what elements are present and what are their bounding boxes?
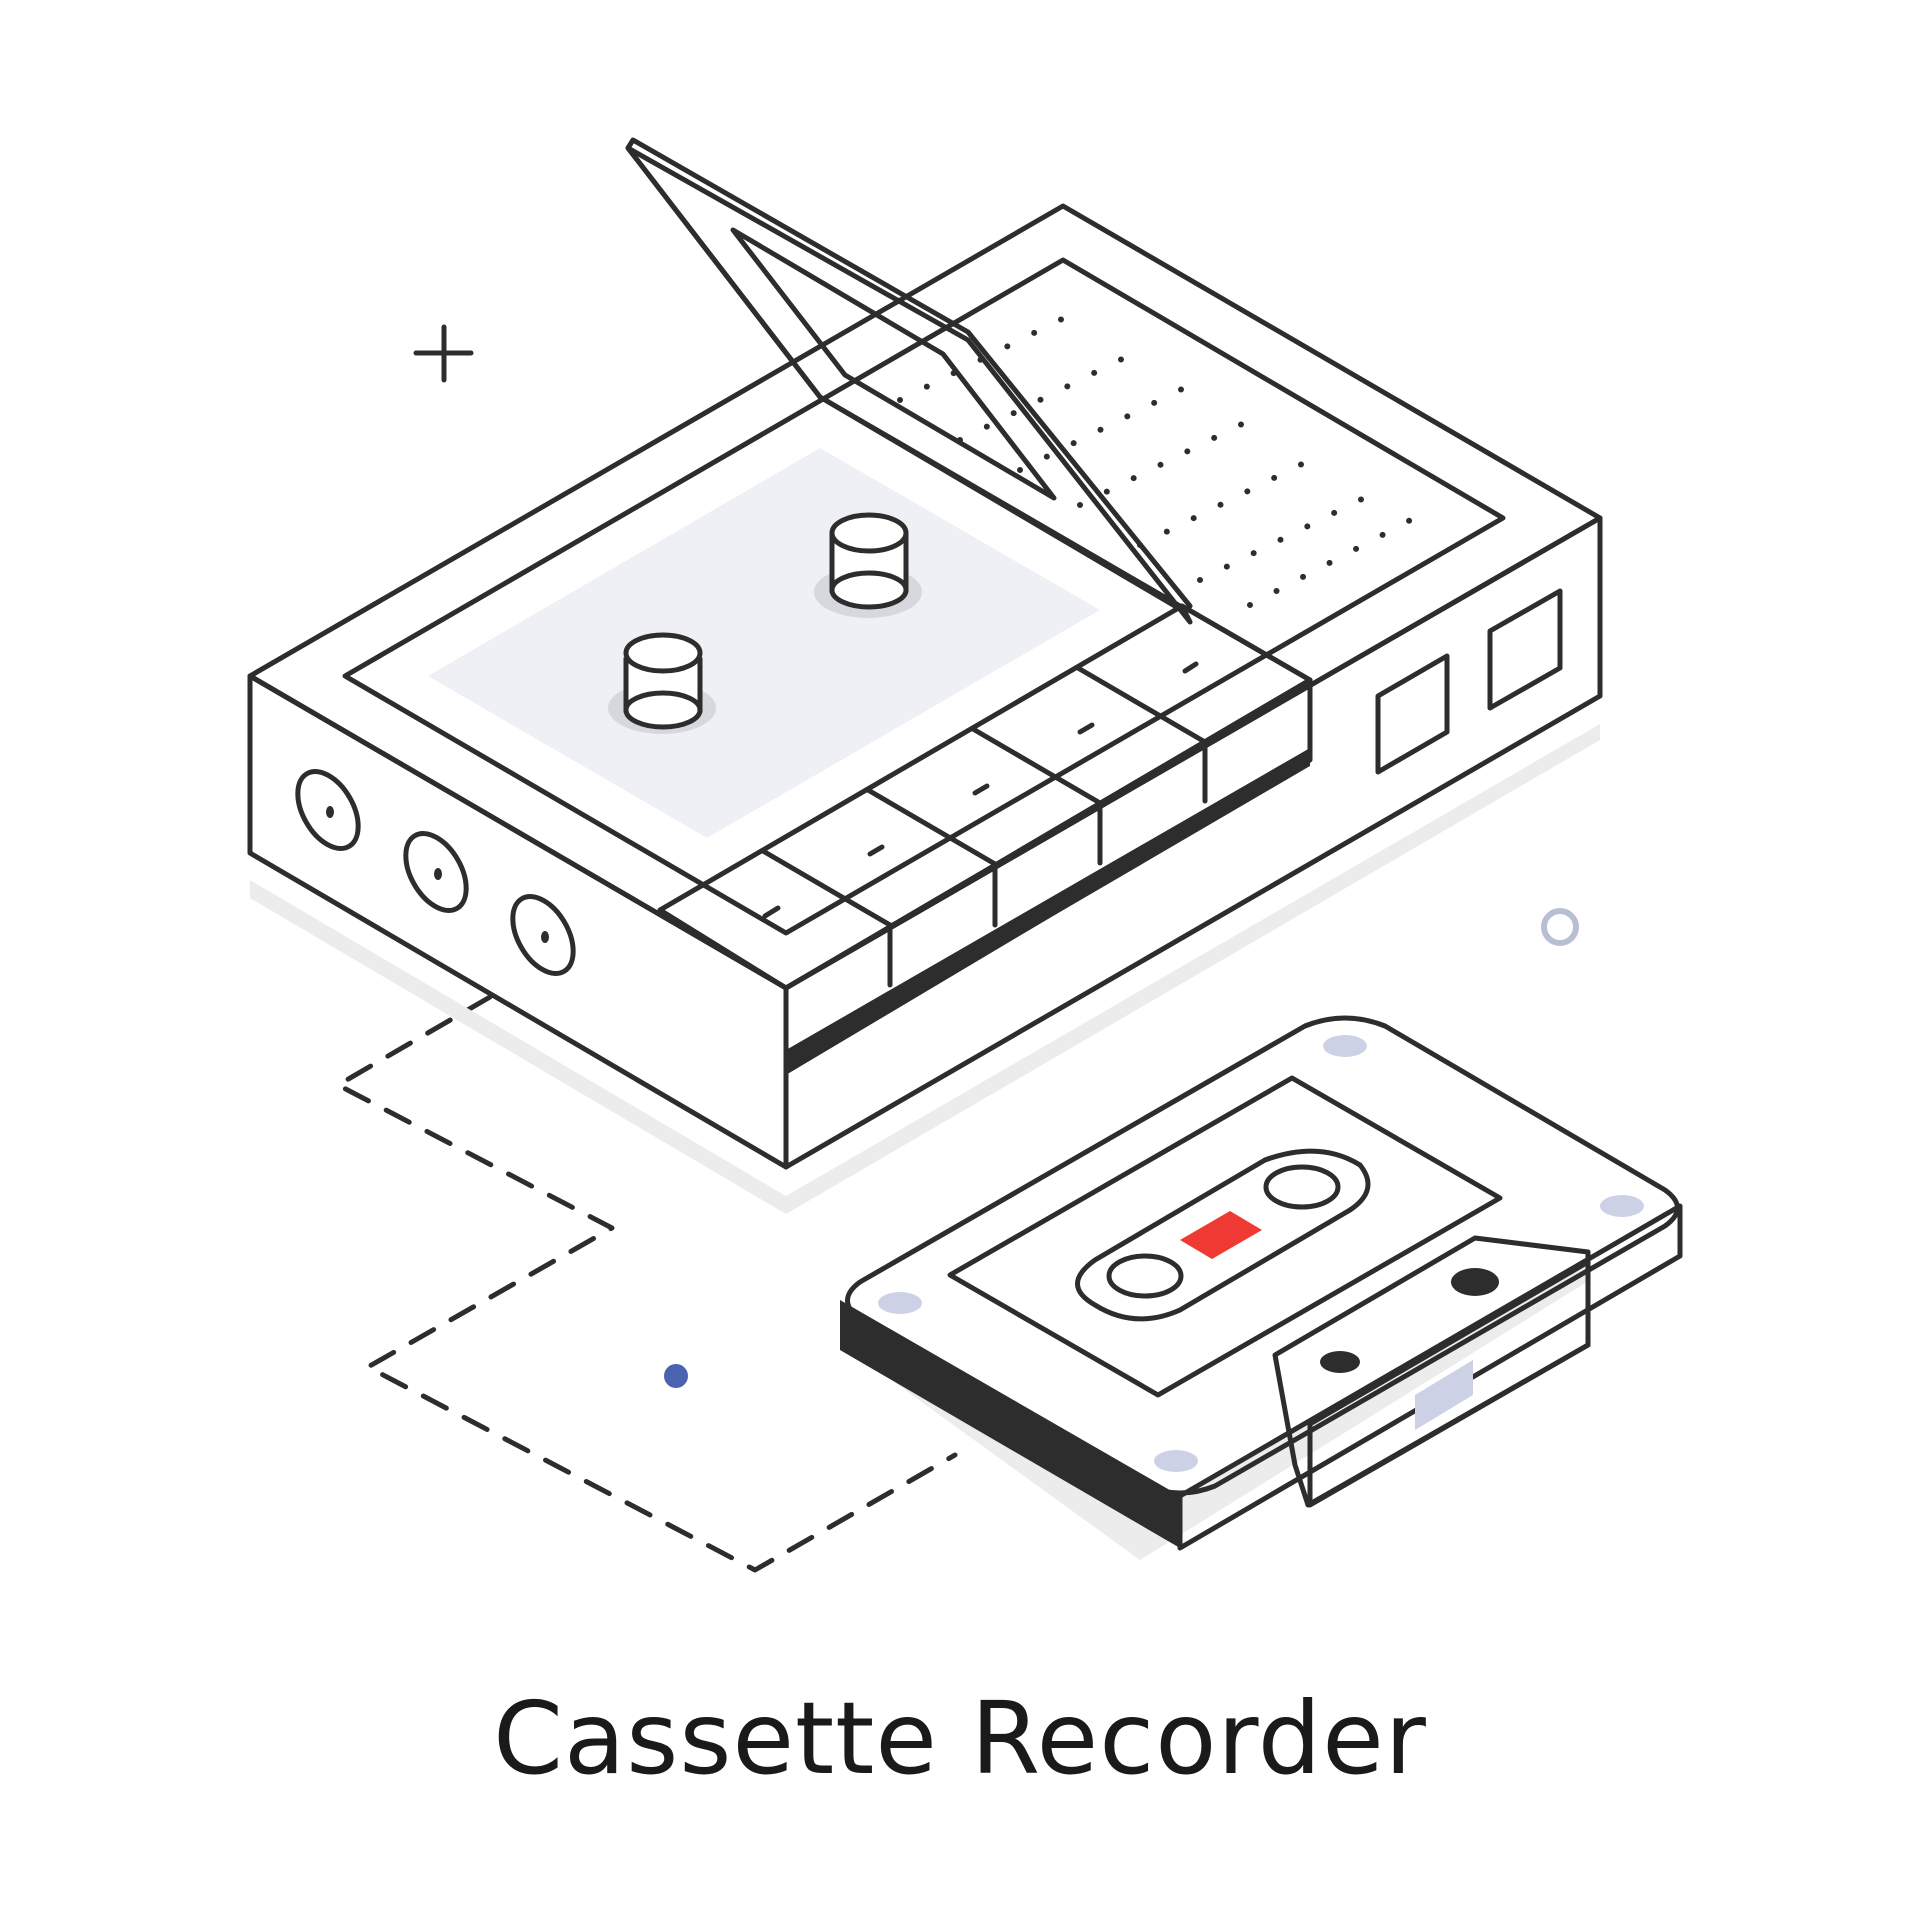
cassette-recorder-icon bbox=[247, 137, 1603, 1214]
cassette-label-area bbox=[947, 1075, 1503, 1398]
page-title: Cassette Recorder bbox=[493, 1680, 1427, 1797]
cassette-top bbox=[845, 1015, 1680, 1496]
reel-spindle-left bbox=[608, 632, 716, 734]
recorder-lid-outline bbox=[625, 137, 1193, 615]
reel-spindle-right bbox=[814, 512, 922, 618]
control-keys bbox=[657, 603, 1313, 1075]
play-button-blue bbox=[1487, 588, 1563, 711]
speaker-grille bbox=[897, 307, 1423, 608]
cassette-label-red bbox=[1180, 1211, 1262, 1259]
cassette-reel-window bbox=[1075, 1148, 1371, 1322]
audio-jacks bbox=[295, 769, 576, 976]
cassette-bay bbox=[428, 448, 1100, 838]
cassette-tape-icon bbox=[840, 1015, 1683, 1560]
dashed-connector bbox=[335, 994, 958, 1573]
recorder-lid-window bbox=[730, 227, 1057, 501]
ring-sparkle-icon bbox=[1541, 908, 1579, 946]
recorder-shadow bbox=[250, 724, 1600, 1214]
record-button-red bbox=[1375, 653, 1450, 775]
cassette-side-dark bbox=[840, 1300, 1180, 1548]
dot-sparkle-icon bbox=[664, 1364, 688, 1388]
plus-sparkle-icon bbox=[413, 324, 474, 383]
